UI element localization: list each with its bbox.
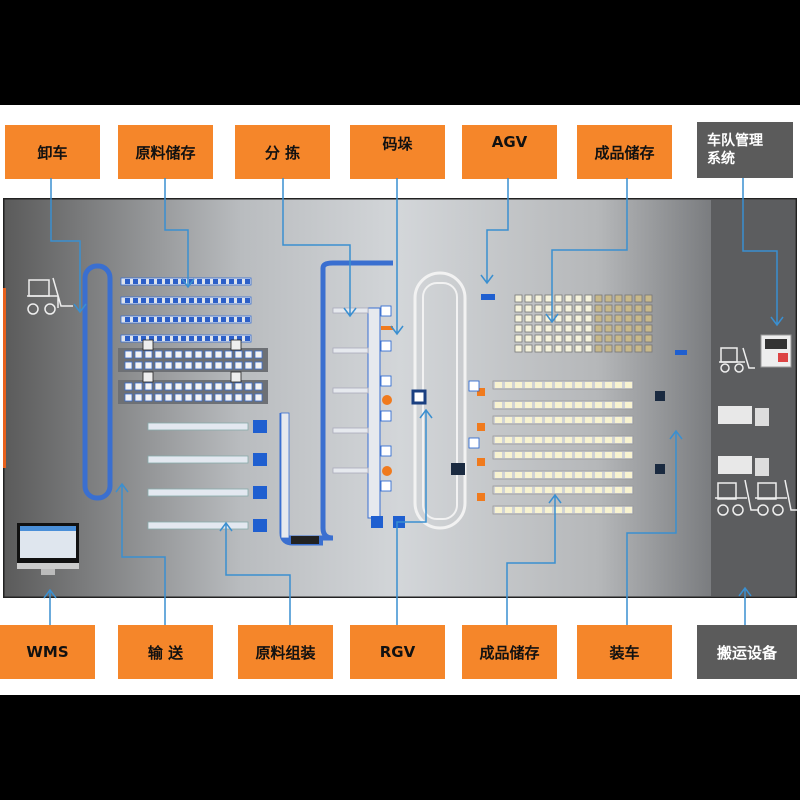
warehouse-layout-scene — [1, 196, 799, 600]
label-wms: WMS — [0, 625, 95, 679]
label-raw-material-storage: 原料储存 — [118, 125, 213, 179]
left-loop-conveyor — [82, 263, 113, 501]
truck-icon — [718, 456, 769, 476]
agv-vehicle — [481, 294, 495, 300]
finished-goods-lane — [492, 415, 634, 425]
forklift-icon-dock — [719, 347, 755, 373]
forklift-icon-dock — [715, 479, 759, 516]
label-agv: AGV — [462, 125, 557, 179]
assembly-line — [147, 422, 249, 431]
label-sorting: 分 拣 — [235, 125, 330, 179]
palletizing-conveyor — [367, 307, 381, 519]
truck-icon — [718, 406, 769, 426]
assembly-conveyor — [280, 412, 290, 539]
left-edge-marker — [3, 288, 6, 468]
sorting-shelf — [118, 348, 268, 372]
agv-vehicle — [675, 350, 687, 355]
label-loading: 装车 — [577, 625, 672, 679]
finished-goods-lane — [492, 380, 634, 390]
label-palletizing: 码垛 — [350, 125, 445, 179]
assembly-line — [147, 521, 249, 530]
forklift-icon-dock — [755, 479, 797, 516]
label-finished-goods-storage-top: 成品储存 — [577, 125, 672, 179]
label-conveying: 输 送 — [118, 625, 213, 679]
finished-goods-lane — [492, 400, 634, 410]
loading-dock-panel — [711, 200, 795, 596]
rgv-vehicle — [411, 389, 427, 405]
assembly-line — [147, 455, 249, 464]
label-raw-material-assembly: 原料组装 — [238, 625, 333, 679]
label-unloading: 卸车 — [5, 125, 100, 179]
label-finished-goods-storage-bottom: 成品储存 — [462, 625, 557, 679]
label-fleet-management-system: 车队管理 系统 — [697, 122, 793, 178]
wms-computer-icon — [17, 523, 79, 575]
label-rgv: RGV — [350, 625, 445, 679]
sorting-shelf — [118, 380, 268, 404]
palletizer-robots — [381, 326, 393, 476]
label-handling-equipment: 搬运设备 — [697, 625, 797, 679]
assembly-line — [147, 488, 249, 497]
fleet-terminal-icon — [760, 334, 792, 368]
